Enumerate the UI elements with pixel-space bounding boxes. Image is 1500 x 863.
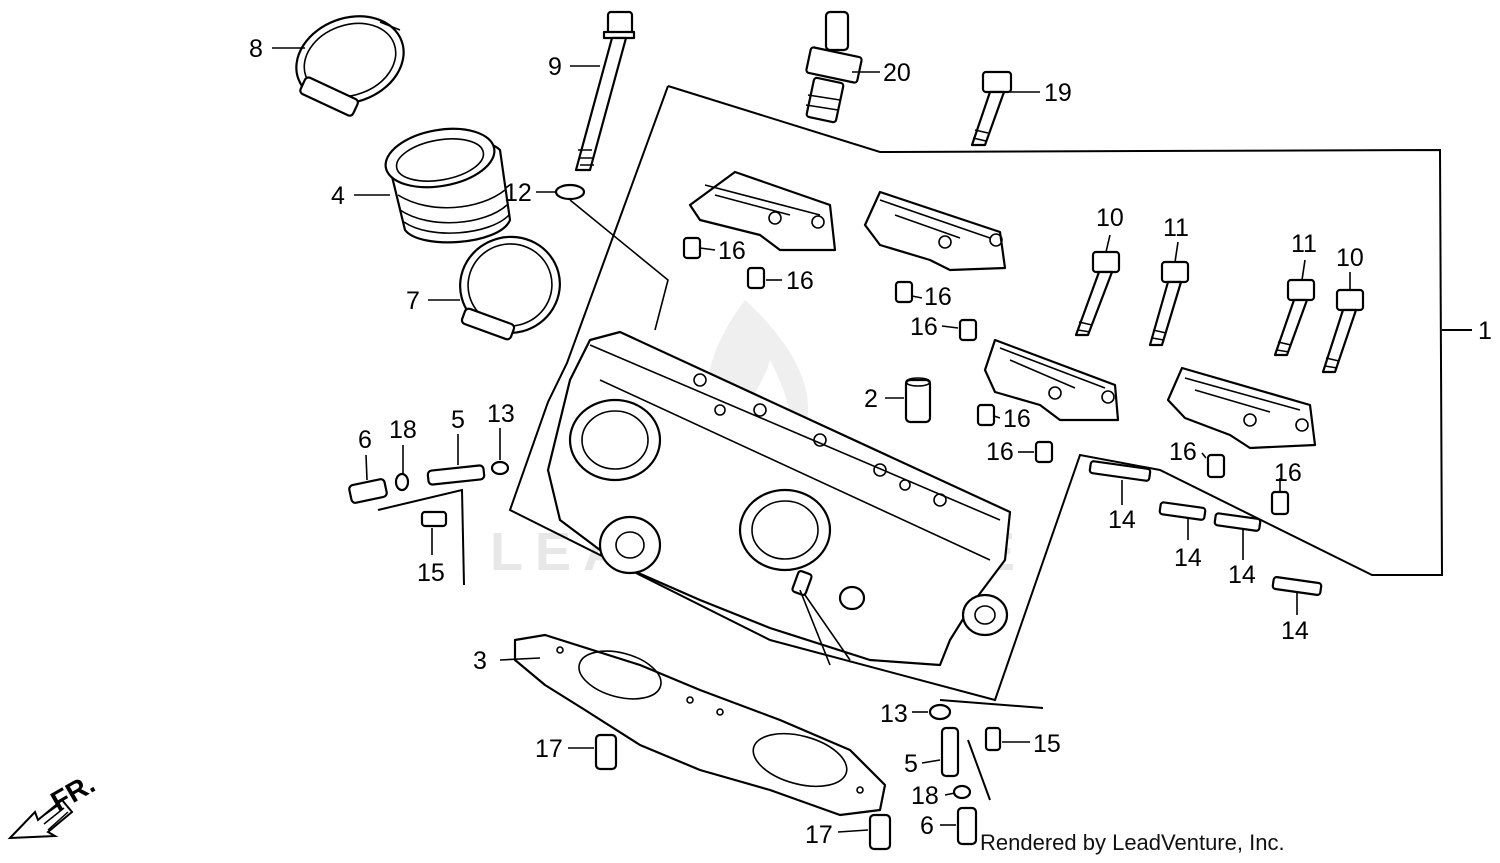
callout-1: 1 xyxy=(1478,317,1492,345)
callout-11a: 11 xyxy=(1163,214,1189,242)
sleeve-2 xyxy=(904,377,932,424)
leader-12-head xyxy=(569,199,669,331)
callout-4: 4 xyxy=(331,182,345,210)
callout-17b: 17 xyxy=(805,821,833,849)
credit-text: Rendered by LeadVenture, Inc. xyxy=(980,830,1285,855)
cylinder-head xyxy=(546,330,1012,667)
camshaft-holder-3 xyxy=(983,338,1120,422)
callout-20: 20 xyxy=(883,59,911,87)
callout-5a: 5 xyxy=(451,406,465,434)
callout-18a: 18 xyxy=(389,416,417,444)
bracket-15-right xyxy=(967,739,991,801)
front-direction-arrow-icon xyxy=(7,798,74,840)
camshaft-holder-4 xyxy=(1166,366,1317,450)
o-ring-18-right xyxy=(952,784,972,800)
bolt-10-left xyxy=(1074,250,1121,337)
callout-16a: 16 xyxy=(718,237,746,265)
callout-16c: 16 xyxy=(924,283,952,311)
callout-8: 8 xyxy=(249,35,263,63)
callout-9: 9 xyxy=(548,53,562,81)
callout-15a: 15 xyxy=(417,559,445,587)
washer-13-left xyxy=(490,460,510,476)
callout-12: 12 xyxy=(504,179,532,207)
bolt-19 xyxy=(970,70,1013,147)
callout-numbers: 8 9 20 19 12 4 7 16 16 16 16 16 16 16 16… xyxy=(249,35,1492,849)
studs-14 xyxy=(1088,460,1323,596)
callout-6a: 6 xyxy=(358,426,372,454)
callout-14d: 14 xyxy=(1281,617,1309,645)
bracket-15-left xyxy=(377,488,465,586)
callout-16g: 16 xyxy=(1169,438,1197,466)
dowel-17-upper xyxy=(594,733,618,771)
washer-13-right xyxy=(928,703,952,721)
callout-16e: 16 xyxy=(1003,405,1031,433)
long-bolt xyxy=(574,10,636,172)
leader-lines xyxy=(272,47,1351,833)
bolt-10-right xyxy=(1321,288,1365,374)
callout-16f: 16 xyxy=(986,438,1014,466)
camshaft-holder-2 xyxy=(863,190,1007,272)
bracket-15-right-top xyxy=(939,699,1044,709)
bolt-15-right xyxy=(984,726,1002,752)
callout-3: 3 xyxy=(473,647,487,675)
callout-6b: 6 xyxy=(920,812,934,840)
fitting-5-left xyxy=(426,464,486,486)
intake-joint xyxy=(384,127,512,244)
callout-10b: 10 xyxy=(1336,244,1364,272)
hose-clamp-upper xyxy=(295,15,405,117)
plug-6-left xyxy=(348,478,388,504)
plug-6-right xyxy=(956,806,978,846)
hose-clamp-lower xyxy=(459,235,561,341)
leader-head-fitting xyxy=(799,589,851,666)
callout-7: 7 xyxy=(406,287,420,315)
o-ring-18-left xyxy=(394,472,410,492)
callout-13a: 13 xyxy=(487,400,515,428)
fitting-5-right xyxy=(940,726,960,778)
bolt-11-right xyxy=(1273,278,1316,357)
callout-13b: 13 xyxy=(880,700,908,728)
dowel-pins-16 xyxy=(682,236,1290,516)
callout-18b: 18 xyxy=(911,782,939,810)
callout-5b: 5 xyxy=(904,750,918,778)
spark-plug xyxy=(805,10,863,124)
callout-16b: 16 xyxy=(786,267,814,295)
bolt-15-left xyxy=(420,510,448,528)
washer-12 xyxy=(554,183,586,201)
bolt-11-left xyxy=(1148,260,1190,347)
callout-16h: 16 xyxy=(1274,459,1302,487)
callout-2: 2 xyxy=(864,385,878,413)
camshaft-holder-1 xyxy=(688,170,837,252)
callout-14c: 14 xyxy=(1228,561,1256,589)
assembly-frame-1 xyxy=(508,85,1444,702)
head-gasket xyxy=(513,633,887,817)
callout-16d: 16 xyxy=(910,313,938,341)
callout-11b: 11 xyxy=(1291,230,1317,258)
callout-10a: 10 xyxy=(1096,204,1124,232)
callout-15b: 15 xyxy=(1033,730,1061,758)
dowel-17-lower xyxy=(868,813,892,851)
callout-19: 19 xyxy=(1044,79,1072,107)
callout-17a: 17 xyxy=(535,735,563,763)
callout-14a: 14 xyxy=(1108,506,1136,534)
callout-14b: 14 xyxy=(1174,544,1202,572)
